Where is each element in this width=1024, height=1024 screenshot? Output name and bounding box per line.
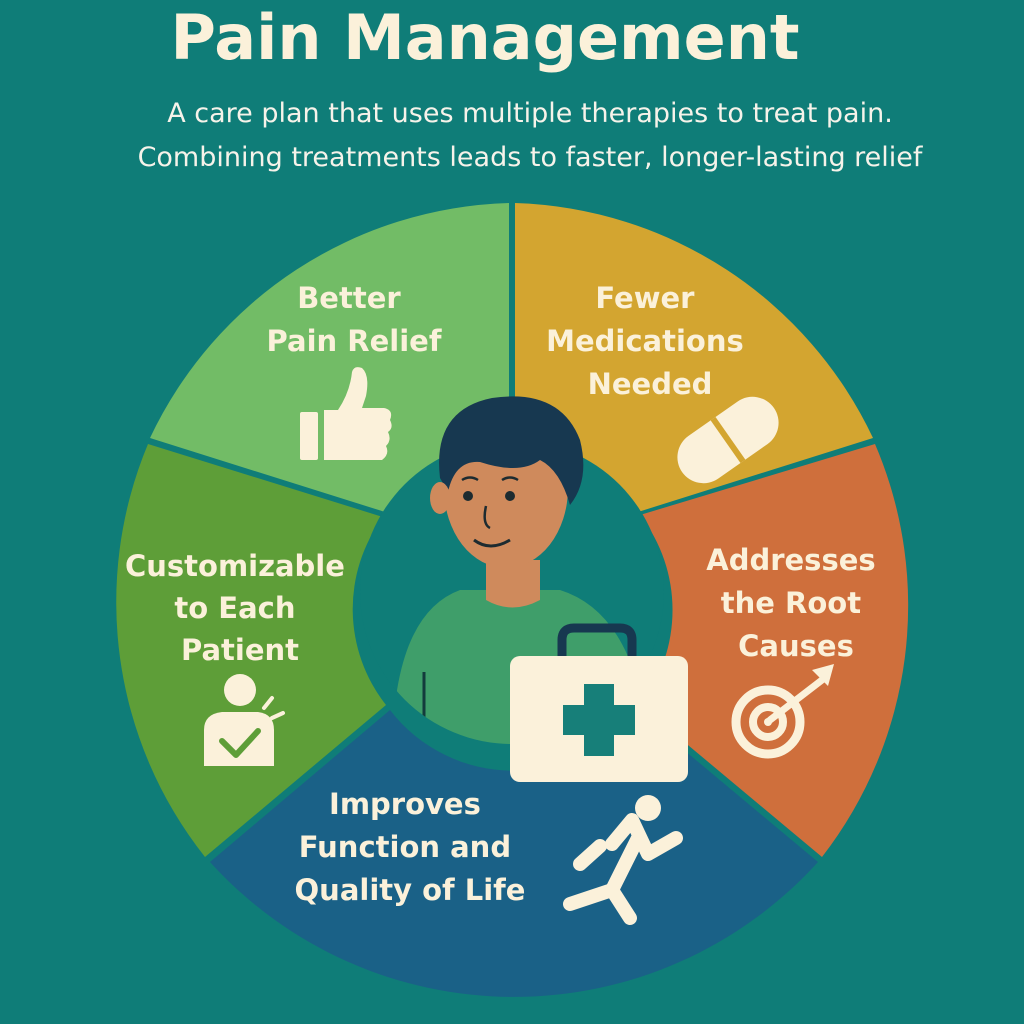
fewer-line-3: Needed (588, 367, 713, 401)
segment-fewer-medications (515, 203, 873, 512)
root-line-2: the Root (721, 586, 861, 620)
better-line-1: Better (297, 281, 401, 315)
fewer-line-2: Medications (546, 324, 744, 358)
label-root-causes: Addresses the Root Causes (706, 543, 886, 663)
function-line-3: Quality of Life (295, 873, 526, 907)
pill-icon (677, 396, 779, 484)
custom-line-3: Patient (181, 633, 299, 667)
custom-line-1: Customizable (125, 549, 345, 583)
patient-check-icon (204, 674, 285, 766)
function-line-2: Function and (299, 830, 511, 864)
patient-head (430, 396, 584, 568)
label-better-pain-relief: Better Pain Relief (267, 281, 442, 358)
better-line-2: Pain Relief (267, 324, 442, 358)
first-aid-kit-icon (510, 623, 688, 782)
segment-better-pain-relief (150, 203, 509, 512)
custom-line-2: to Each (174, 591, 295, 625)
thumbs-up-icon (300, 367, 392, 460)
label-function-quality: Improves Function and Quality of Life (295, 787, 526, 907)
label-customizable: Customizable to Each Patient (125, 549, 355, 667)
label-fewer-medications: Fewer Medications Needed (546, 281, 754, 401)
root-line-1: Addresses (706, 543, 875, 577)
segment-root-causes (640, 444, 909, 857)
subtitle-line-1: A care plan that uses multiple therapies… (167, 98, 893, 129)
root-line-3: Causes (738, 629, 854, 663)
subtitle-line-2: Combining treatments leads to faster, lo… (137, 142, 923, 173)
running-person-icon (563, 813, 683, 925)
segment-customizable (116, 444, 387, 857)
page-subtitle: A care plan that uses multiple therapies… (40, 92, 1020, 180)
target-icon (731, 664, 834, 759)
page-title: Pain Management (170, 1, 800, 74)
fewer-line-1: Fewer (595, 281, 695, 315)
runner-head (635, 795, 661, 821)
function-line-1: Improves (329, 787, 481, 821)
